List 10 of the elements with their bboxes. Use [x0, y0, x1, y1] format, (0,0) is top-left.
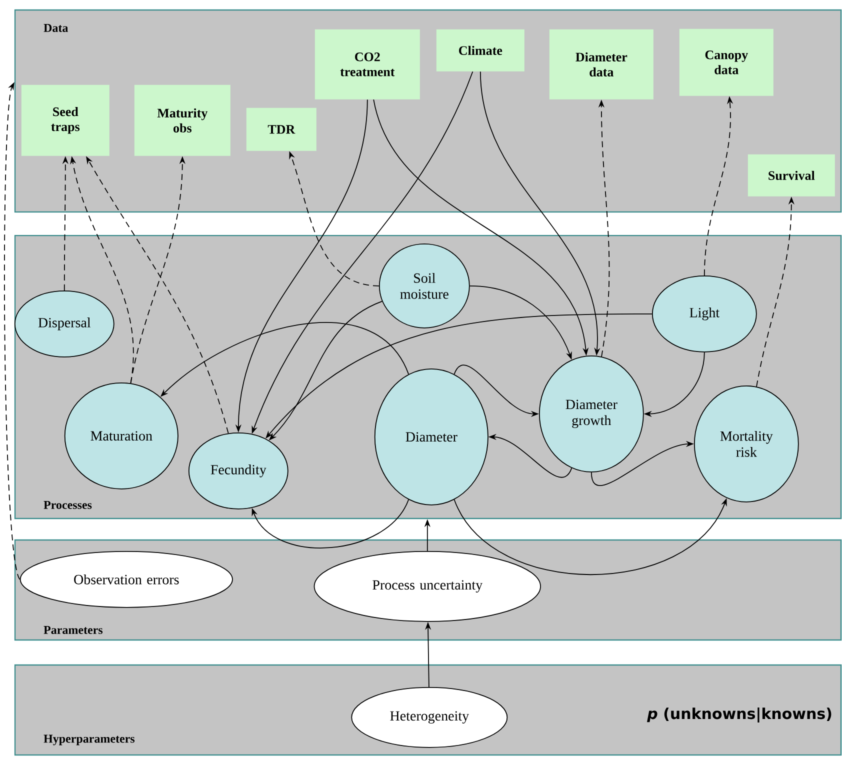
data-box: Survival — [748, 154, 835, 196]
data-box: Canopy data — [679, 28, 774, 96]
data-box: Climate — [436, 29, 524, 72]
formula-label: p (unknowns|knowns) — [646, 708, 832, 722]
data-box: Diameter data — [549, 29, 654, 100]
arrow — [252, 499, 410, 548]
data-box: CO2 treatment — [314, 29, 420, 100]
data-box: Seed traps — [21, 84, 110, 156]
data-box: Maturity obs — [134, 84, 230, 156]
data-box: TDR — [246, 108, 316, 151]
